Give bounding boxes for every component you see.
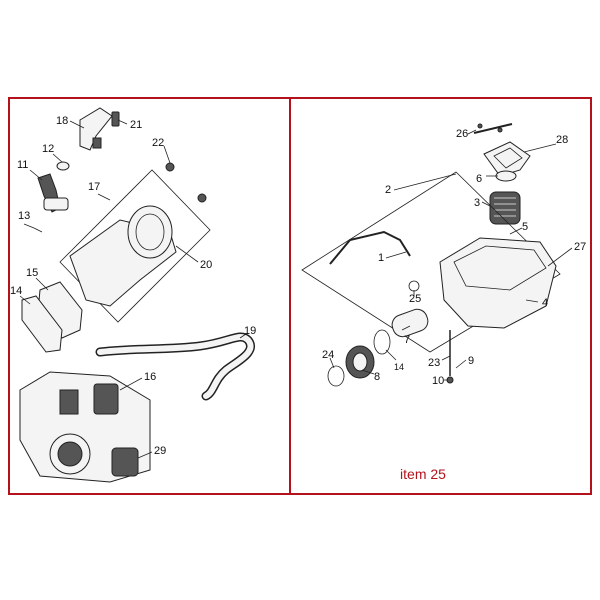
hose-inner-part: [97, 334, 254, 399]
callout-26: 26: [456, 128, 468, 140]
callout-8: 8: [374, 371, 380, 383]
hose-clamp-part: [373, 329, 391, 355]
rubber-boot-inner-part: [352, 352, 368, 372]
fuel-fitting-part: [79, 107, 113, 151]
callout-16: 16: [144, 371, 156, 383]
bracket-bar-part: [473, 123, 513, 134]
throttle-bore-inner-part: [57, 441, 83, 467]
right-panel-drawings: [301, 123, 573, 387]
breather-tube-part: [329, 230, 411, 265]
callout-15: 15: [26, 267, 38, 279]
callout-19: 19: [244, 325, 256, 337]
callout-12: 12: [42, 143, 54, 155]
tube-part: [391, 308, 429, 338]
callout-14-right: 14: [394, 362, 404, 372]
callout-9: 9: [468, 355, 474, 367]
callout-24: 24: [322, 349, 334, 361]
callout-5: 5: [522, 221, 528, 233]
screw-part: [111, 111, 120, 127]
callout-3: 3: [474, 197, 480, 209]
clip-part: [408, 280, 420, 292]
left-panel-drawings: [19, 107, 255, 483]
panel-divider: [289, 97, 291, 495]
callout-7: 7: [404, 334, 410, 346]
callout-18: 18: [56, 115, 68, 127]
pin-part: [33, 227, 43, 233]
callout-21: 21: [130, 119, 142, 131]
item-caption: item 25: [400, 466, 446, 482]
callout-6: 6: [476, 173, 482, 185]
diagram-frame: [8, 97, 592, 495]
airbox-lid-part: [453, 245, 547, 291]
bracket-bolt-part: [477, 123, 483, 129]
callout-2: 2: [385, 184, 391, 196]
callout-1: 1: [378, 252, 384, 264]
left-panel-callouts: 18 21 12 22 11 17 13 15 14 20 19 16 29: [10, 115, 256, 457]
bracket-bolt-part: [497, 127, 503, 133]
cover-part: [483, 141, 531, 177]
clamp-inner-part: [135, 213, 165, 251]
fitting-stub-part: [92, 137, 102, 149]
filter-element-part: [489, 191, 521, 225]
throttle-actuator-part: [93, 383, 119, 415]
throttle-sensor-part: [59, 389, 79, 415]
callout-20: 20: [200, 259, 212, 271]
callout-28: 28: [556, 134, 568, 146]
callout-17: 17: [88, 181, 100, 193]
callout-4: 4: [542, 297, 548, 309]
callout-25: 25: [409, 293, 421, 305]
cover-inner-part: [493, 147, 523, 169]
ring-part: [495, 170, 517, 182]
airbox-housing-part: [439, 237, 557, 329]
sensor-part: [111, 447, 139, 477]
nut-part: [165, 162, 175, 172]
injector-body-part: [43, 197, 69, 211]
callout-27: 27: [574, 241, 586, 253]
gasket-plate-part: [21, 295, 63, 353]
clamp-ring-part: [327, 365, 345, 387]
callout-22: 22: [152, 137, 164, 149]
nut-part: [197, 193, 207, 203]
right-panel-callouts: 26 28 2 6 3 5 27 1 25 4 7 24 8 14 23 9 1…: [322, 128, 586, 387]
callout-23: 23: [428, 357, 440, 369]
callout-13: 13: [18, 210, 30, 222]
callout-10: 10: [432, 375, 444, 387]
airbox-outline: [301, 171, 561, 353]
callout-14: 14: [10, 285, 22, 297]
clamp-part: [127, 205, 173, 259]
o-ring-part: [56, 161, 70, 171]
callout-29: 29: [154, 445, 166, 457]
callout-11: 11: [17, 159, 28, 171]
